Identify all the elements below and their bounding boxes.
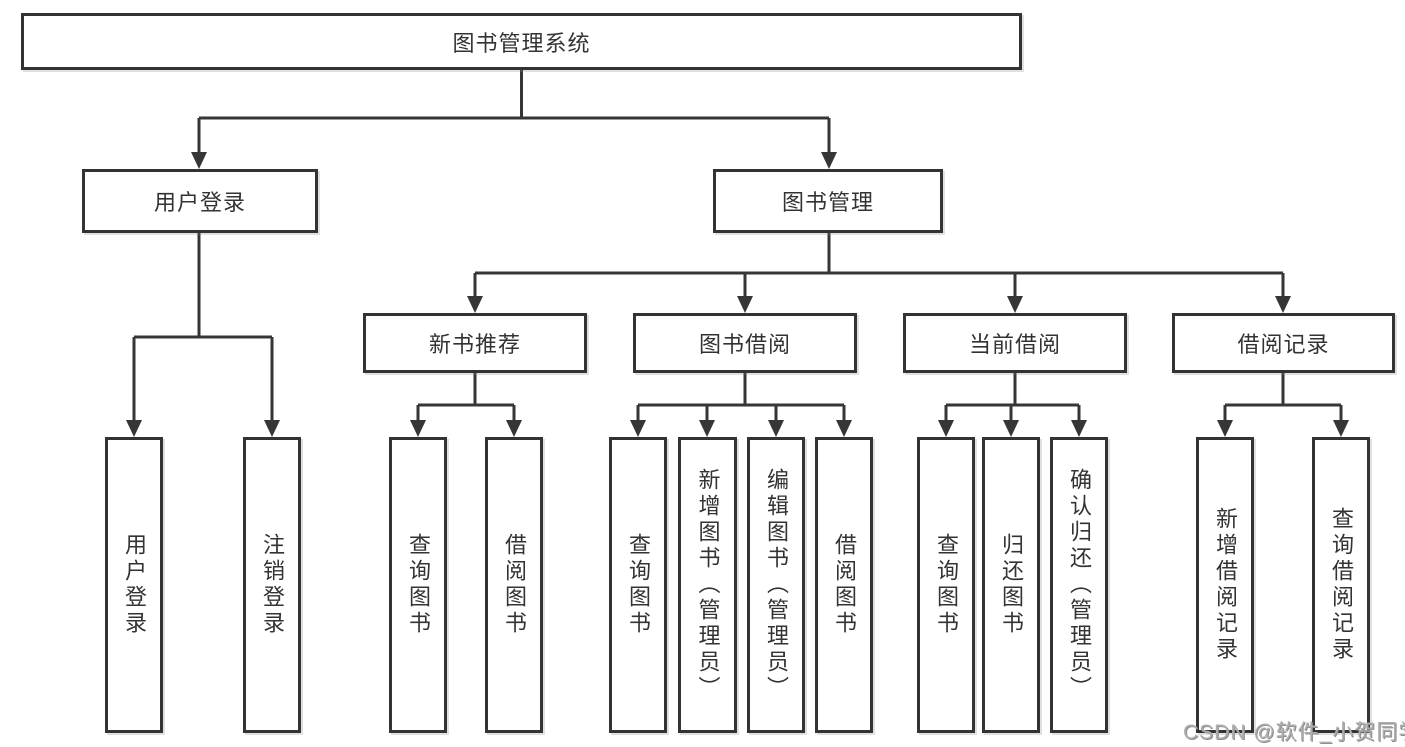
- leaf-query-book-recommend-label: 查询图书: [406, 533, 431, 637]
- leaf-return-book-label: 归还图书: [999, 533, 1024, 637]
- connector-user-login-children: [126, 233, 280, 437]
- leaf-confirm-return-admin-label: 确认归还（管理员）: [1067, 468, 1092, 702]
- leaf-edit-book-admin-label: 编辑图书（管理员）: [764, 468, 789, 702]
- leaf-borrow-book-recommend: 借阅图书: [485, 437, 543, 733]
- node-current-borrow: 当前借阅: [903, 313, 1127, 373]
- leaf-user-login: 用户登录: [105, 437, 163, 733]
- leaf-add-book-admin-label: 新增图书（管理员）: [695, 468, 721, 702]
- connector-borrow-records-children: [1217, 373, 1349, 437]
- node-user-login: 用户登录: [82, 169, 318, 233]
- leaf-logout-login-label: 注销登录: [260, 533, 285, 637]
- csdn-watermark: CSDN @软件_小贺同学: [1183, 721, 1405, 744]
- leaf-borrow-book-borrow: 借阅图书: [815, 437, 873, 733]
- node-book-management: 图书管理: [713, 169, 943, 233]
- leaf-user-login-label: 用户登录: [122, 533, 147, 637]
- node-root-system: 图书管理系统: [21, 13, 1022, 70]
- connector-root-to-level2: [191, 70, 837, 169]
- node-new-book-recommend: 新书推荐: [363, 313, 587, 373]
- leaf-query-borrow-record: 查询借阅记录: [1312, 437, 1370, 733]
- leaf-query-book-borrow: 查询图书: [609, 437, 667, 733]
- leaf-borrow-book-recommend-label: 借阅图书: [502, 533, 527, 637]
- leaf-logout-login: 注销登录: [243, 437, 301, 733]
- leaf-edit-book-admin: 编辑图书（管理员）: [747, 437, 805, 733]
- node-book-borrow: 图书借阅: [633, 313, 857, 373]
- leaf-borrow-book-borrow-label: 借阅图书: [832, 533, 857, 637]
- leaf-query-book-current-label: 查询图书: [934, 533, 959, 637]
- leaf-add-borrow-record-label: 新增借阅记录: [1213, 507, 1238, 663]
- leaf-add-borrow-record: 新增借阅记录: [1196, 437, 1254, 733]
- leaf-return-book: 归还图书: [982, 437, 1040, 733]
- leaf-query-book-borrow-label: 查询图书: [626, 533, 651, 637]
- connector-new-book-recommend-children: [410, 373, 522, 437]
- node-borrow-records: 借阅记录: [1172, 313, 1395, 373]
- leaf-query-borrow-record-label: 查询借阅记录: [1329, 507, 1354, 663]
- leaf-add-book-admin: 新增图书（管理员）: [678, 437, 737, 733]
- connector-current-borrow-children: [938, 373, 1087, 437]
- leaf-confirm-return-admin: 确认归还（管理员）: [1050, 437, 1108, 733]
- leaf-query-book-recommend: 查询图书: [389, 437, 447, 733]
- connector-book-management-children: [467, 233, 1291, 313]
- connector-book-borrow-children: [630, 373, 852, 437]
- leaf-query-book-current: 查询图书: [917, 437, 975, 733]
